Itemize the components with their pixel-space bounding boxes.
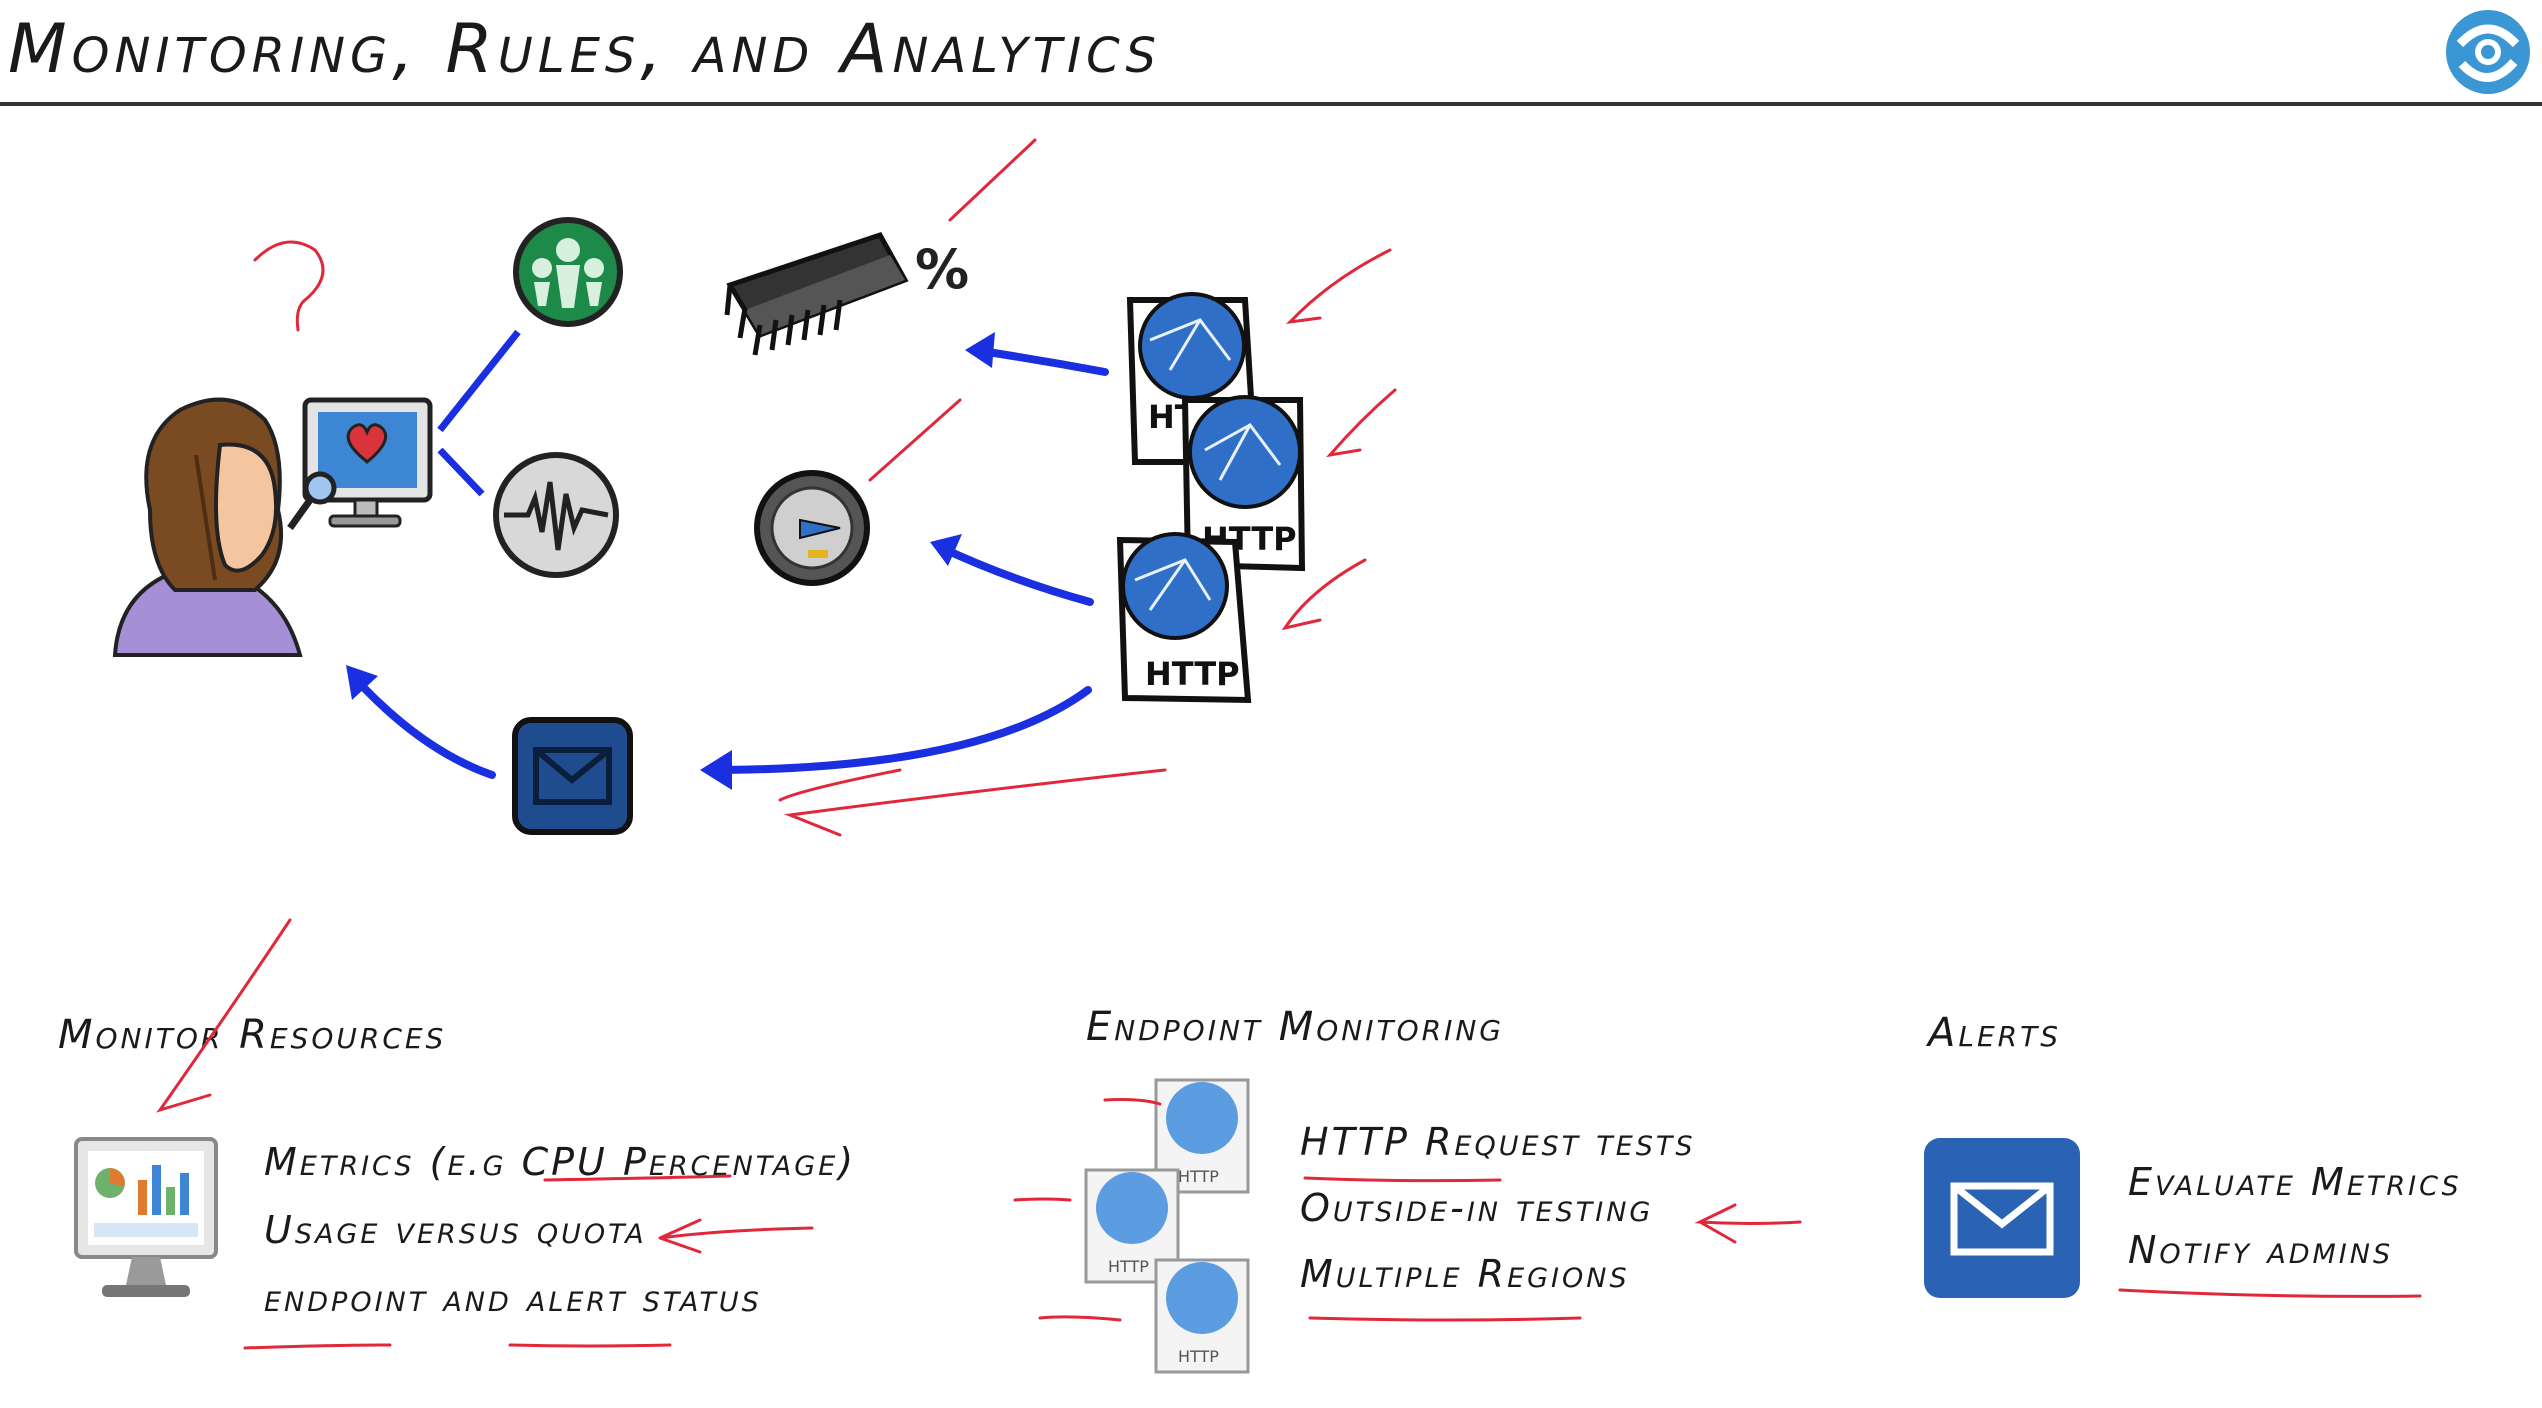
http-document-icon (1181, 395, 1306, 572)
connector-line (437, 329, 521, 433)
red-annotations (156, 918, 2422, 1350)
monitor-bullet: endpoint and alert status (264, 1276, 762, 1320)
user-person-icon (112, 397, 303, 657)
alert-mail-icon (1924, 1138, 2080, 1298)
endpoint-bullet: Outside-in testing (1300, 1186, 1654, 1230)
arrow (971, 346, 1109, 376)
check-annotation (868, 398, 962, 482)
svg-text:HTTP: HTTP (1178, 1347, 1219, 1366)
endpoint-http-icons: HTTP HTTP HTTP (1084, 1078, 1250, 1374)
dashboard-monitor-icon (74, 1137, 218, 1297)
underline-annotation (778, 768, 902, 802)
page-title: Monitoring, Rules, and Analytics (8, 10, 1162, 89)
svg-text:HTTP: HTTP (1108, 1257, 1149, 1276)
monitor-bullet: Metrics (e.g CPU Percentage) (264, 1140, 857, 1184)
mail-icon (512, 717, 633, 835)
monitor-bullet: Usage versus quota (264, 1208, 647, 1252)
endpoint-monitoring-title: Endpoint Monitoring (1086, 1004, 1504, 1050)
http-label: HTTP (1145, 655, 1240, 693)
http-file-icon: HTTP (1154, 1258, 1250, 1374)
endpoint-bullet: HTTP Request tests (1300, 1120, 1696, 1164)
alerts-bullet: Notify admins (2128, 1228, 2394, 1272)
http-document-icon (1116, 532, 1252, 704)
cpu-chip-icon (724, 231, 909, 356)
check-annotation (1281, 558, 1367, 631)
check-annotation (948, 138, 1037, 222)
svg-text:HTTP: HTTP (1178, 1167, 1219, 1186)
waveform-icon (493, 452, 619, 578)
monitoring-diagram: % HTTP HTTP HTTP (112, 138, 1397, 837)
connector-line (437, 447, 485, 497)
alerts-bullet: Evaluate Metrics (2128, 1160, 2462, 1204)
check-annotation (1326, 388, 1397, 458)
percent-label: % (915, 238, 969, 301)
title-divider (0, 102, 2542, 106)
check-annotation (1285, 248, 1392, 325)
underline-annotation (784, 768, 1167, 837)
arrow (348, 671, 496, 779)
http-file-icon: HTTP (1084, 1168, 1180, 1284)
question-annotation (253, 240, 325, 332)
monitor-resources-title: Monitor Resources (58, 1012, 447, 1058)
azure-logo-icon (2446, 10, 2530, 94)
arrow (706, 686, 1092, 774)
health-monitor-icon (287, 397, 433, 531)
gauge-icon (754, 470, 870, 586)
alerts-title: Alerts (1928, 1010, 2061, 1056)
endpoint-bullet: Multiple Regions (1300, 1252, 1630, 1296)
arrow (936, 543, 1094, 606)
users-group-icon (513, 217, 623, 327)
